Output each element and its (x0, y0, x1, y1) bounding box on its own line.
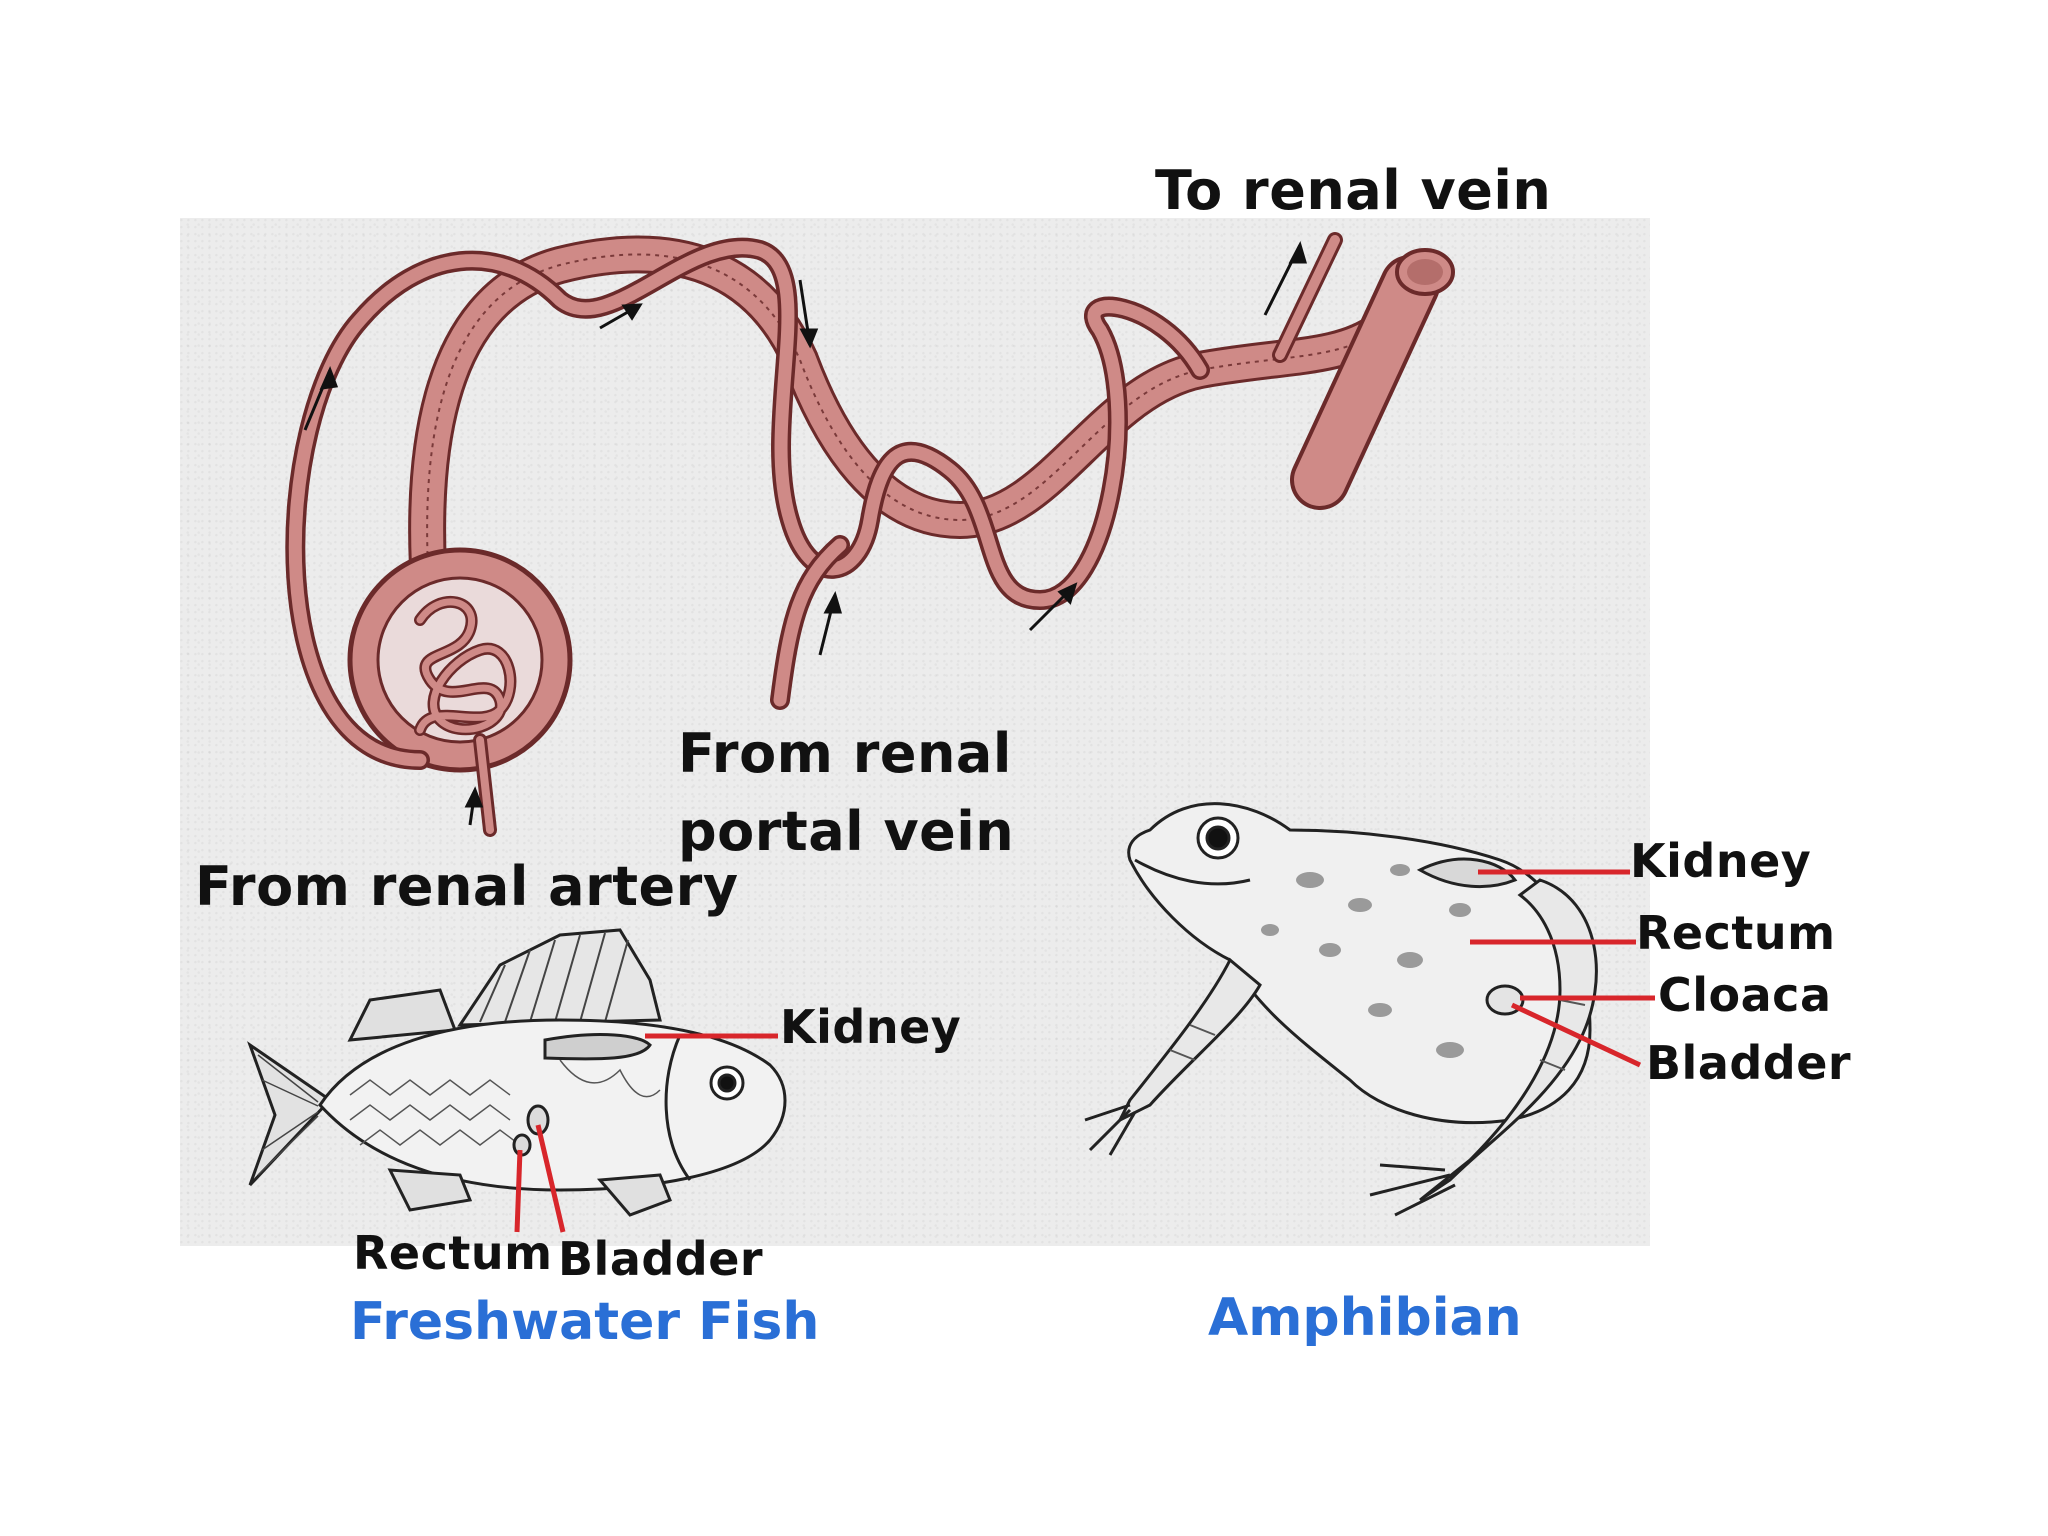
freshwater-fish-illustration (247, 928, 787, 1217)
frog-bladder-pointer (1510, 1002, 1642, 1068)
nephron-illustration (285, 232, 1455, 837)
amphibian-rectum-label: Rectum (1636, 906, 1836, 960)
fish-caption: Freshwater Fish (350, 1292, 820, 1352)
label-from-renal-artery: From renal artery (195, 855, 739, 918)
fish-rectum-pointer (514, 1149, 523, 1233)
fish-pointer-lines (514, 1033, 778, 1233)
fish-bladder-pointer (535, 1124, 566, 1233)
amphibian-frog-illustration (1084, 802, 1598, 1217)
label-from-renal-portal-vein-line1: From renal (678, 722, 1012, 785)
flow-arrows (303, 241, 1308, 826)
label-from-renal-portal-vein-line2: portal vein (678, 800, 1015, 863)
fish-body (318, 1018, 787, 1192)
amphibian-caption: Amphibian (1208, 1288, 1522, 1348)
amphibian-bladder-label: Bladder (1646, 1036, 1852, 1090)
label-to-renal-vein: To renal vein (1155, 159, 1552, 222)
fish-kidney-label: Kidney (780, 1000, 962, 1054)
amphibian-cloaca-label: Cloaca (1658, 968, 1832, 1022)
frog-body (1127, 802, 1592, 1125)
amphibian-pointer-lines (1470, 869, 1655, 1068)
fish-rectum-label: Rectum (353, 1226, 553, 1280)
amphibian-kidney-label: Kidney (1630, 834, 1812, 888)
fish-bladder-label: Bladder (558, 1232, 764, 1286)
